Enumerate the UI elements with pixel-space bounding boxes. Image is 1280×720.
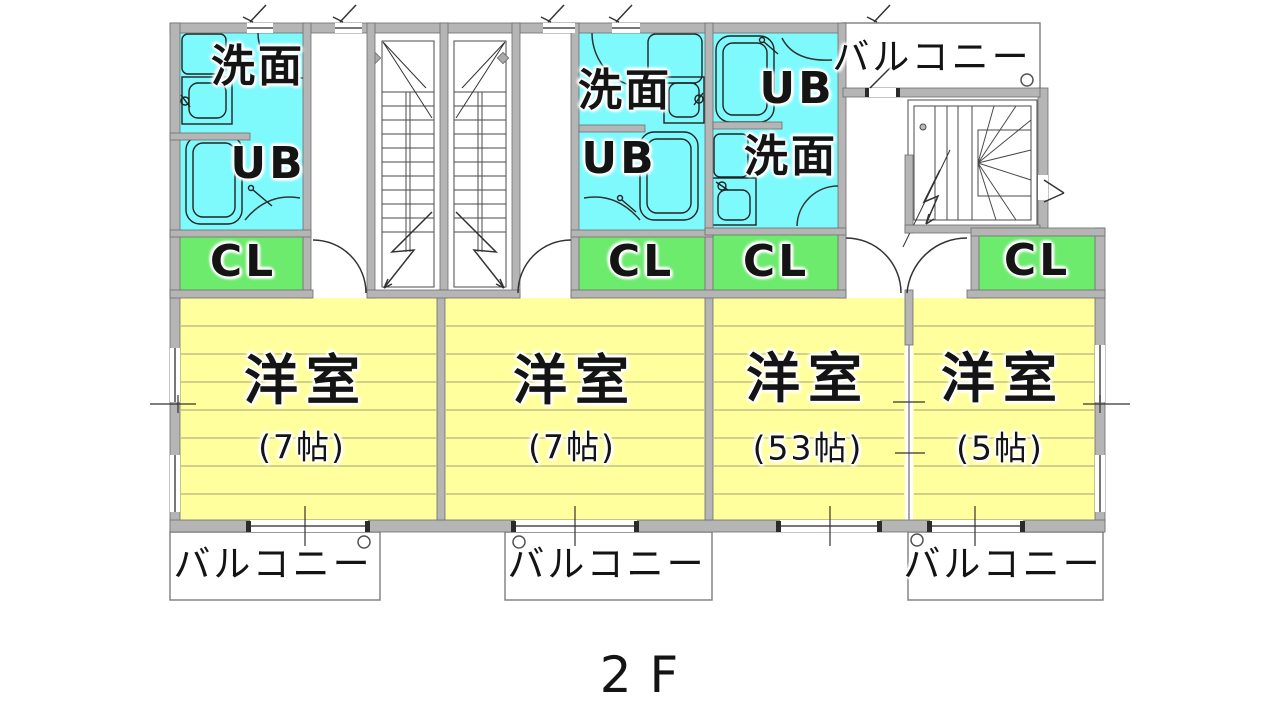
faucet-icon <box>694 94 704 104</box>
drain-icon <box>910 533 924 547</box>
unit1-closet-area <box>180 237 303 290</box>
drain-icon <box>1020 73 1034 87</box>
unit1-washroom-label: 洗面 <box>211 41 305 92</box>
stair-exit-door <box>1043 179 1065 203</box>
drain-icon <box>512 535 526 549</box>
room4-label: 洋室 <box>941 347 1065 410</box>
door-arc <box>517 239 572 294</box>
unit2-closet-area <box>579 237 705 290</box>
room4-size: (5帖) <box>956 428 1044 468</box>
doors <box>244 32 1065 294</box>
flooring-lines <box>181 325 1094 495</box>
unit3-washroom-label: 洗面 <box>744 131 838 182</box>
balcony-bottom-center-label: バルコニー <box>507 542 707 586</box>
faucet-icon <box>180 96 190 106</box>
balcony-bottom-right-label: バルコニー <box>903 542 1103 586</box>
shower-icon <box>621 199 637 213</box>
unit2-washroom-label: 洗面 <box>578 65 672 116</box>
unit1-closet-label: CL <box>209 236 277 287</box>
drain-icon <box>357 535 371 549</box>
unit2-bath-label: UB <box>581 133 657 184</box>
unit4-closet-label: CL <box>1003 235 1071 286</box>
room3-label: 洋室 <box>746 347 870 410</box>
unit4-closet-area <box>979 236 1095 290</box>
door-arc <box>312 239 367 294</box>
window-end-caps <box>246 88 1025 532</box>
shower-icon <box>763 41 779 55</box>
balcony-drains <box>357 73 1034 549</box>
unit3-wet-area <box>713 33 838 228</box>
faucet-icon <box>717 181 727 191</box>
room2-label: 洋室 <box>513 349 637 412</box>
unit3-bath-label: UB <box>759 63 835 114</box>
balcony-top-right-label: バルコニー <box>832 35 1032 79</box>
bath-door-arc <box>583 196 641 221</box>
unit1-bath-label: UB <box>230 138 306 189</box>
balconies <box>169 22 1104 601</box>
vent-marks <box>242 4 891 23</box>
room2-size: (7帖) <box>528 427 616 467</box>
washer-pan-icon <box>713 133 749 178</box>
door-arc <box>257 32 304 79</box>
shower-icon <box>252 189 273 207</box>
room-fills <box>180 298 1095 520</box>
washer-pan-icon <box>181 33 227 75</box>
double-door-arc <box>845 237 902 294</box>
room1-label: 洋室 <box>244 349 368 412</box>
balcony-bottom-right <box>907 531 1104 601</box>
room3-area <box>713 298 905 520</box>
room1-size: (7帖) <box>258 427 346 467</box>
sink-icon <box>663 76 705 124</box>
unit2-closet-label: CL <box>607 236 675 287</box>
room1-area <box>180 298 437 520</box>
balcony-top-right <box>842 22 1041 93</box>
stairs-left-run2 <box>453 40 507 289</box>
balcony-bottom-center <box>504 531 713 601</box>
unit3-closet-label: CL <box>742 236 810 287</box>
double-door-arc <box>906 237 968 294</box>
bathtub-icon <box>639 131 699 221</box>
room2-area <box>445 298 705 520</box>
balcony-bottom-left-label: バルコニー <box>173 542 373 586</box>
door-arc <box>796 185 839 227</box>
balcony-bottom-left <box>169 531 381 601</box>
floor-title: 2F <box>599 646 697 704</box>
unit3-closet-area <box>713 235 838 290</box>
bath-door-arc <box>781 37 833 61</box>
door-arc <box>591 32 648 89</box>
closet-fills <box>180 235 1095 290</box>
bath-door-arc <box>244 196 301 221</box>
room4-area <box>913 298 1095 520</box>
room3-size: (53帖) <box>752 428 864 468</box>
dimension-ticks <box>150 395 1130 546</box>
sink-icon <box>181 76 233 125</box>
stairs-left-run1 <box>381 40 435 289</box>
balcony-door-swing <box>869 61 897 89</box>
